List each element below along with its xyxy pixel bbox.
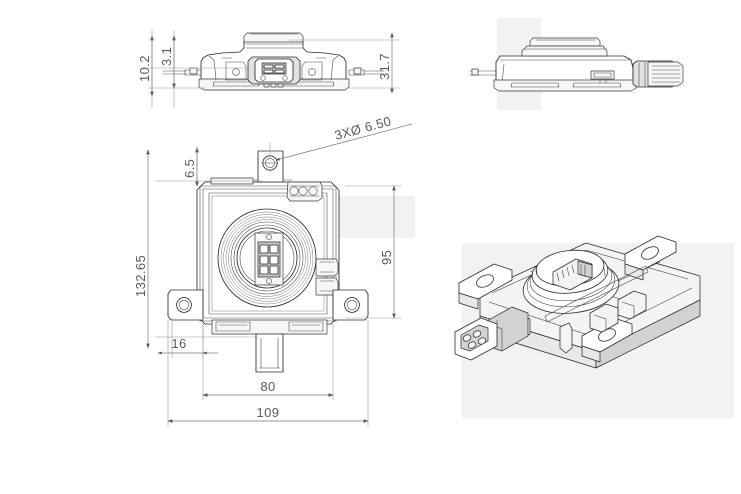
dimension-80-label: 80: [260, 379, 275, 394]
dimension-80: 80: [202, 379, 334, 397]
dimension-31-7: 31.7: [377, 32, 394, 94]
plan-latch-right: [315, 258, 339, 296]
isometric-connector: [454, 306, 529, 361]
dimension-109: 109: [167, 405, 369, 423]
view-front-elevation: [148, 30, 400, 108]
isometric-ear-left: [458, 263, 513, 310]
dimension-3-1-label: 3.1: [159, 47, 174, 66]
dimension-95: 95: [379, 185, 396, 319]
dimension-10-2: 10.2: [137, 35, 154, 97]
dimension-6-5: 6.5: [182, 147, 199, 187]
dimension-95-label: 95: [379, 250, 394, 265]
view-side-elevation: [469, 37, 684, 92]
dimension-109-label: 109: [257, 405, 280, 420]
isometric-socket: [522, 249, 620, 314]
dimension-31-7-label: 31.7: [377, 53, 392, 80]
dimension-16-label: 16: [171, 336, 186, 351]
view-plan: [155, 142, 402, 426]
dimension-132-65-label: 132.65: [133, 255, 148, 297]
isometric-latch-cluster: [507, 290, 647, 342]
plan-mount-ear-right: [332, 289, 369, 321]
dimension-132-65: 132.65: [133, 149, 150, 349]
dimension-16: 16: [157, 336, 218, 355]
dimension-10-2-label: 10.2: [137, 55, 152, 82]
plan-connector-housing: [211, 319, 328, 373]
dimension-3-1: 3.1: [159, 35, 176, 89]
plan-socket: [217, 208, 317, 308]
plan-latch-top: [286, 181, 323, 202]
plan-mount-ear-left: [167, 289, 204, 321]
view-isometric: [454, 235, 701, 369]
dimension-6-5-label: 6.5: [182, 159, 197, 178]
